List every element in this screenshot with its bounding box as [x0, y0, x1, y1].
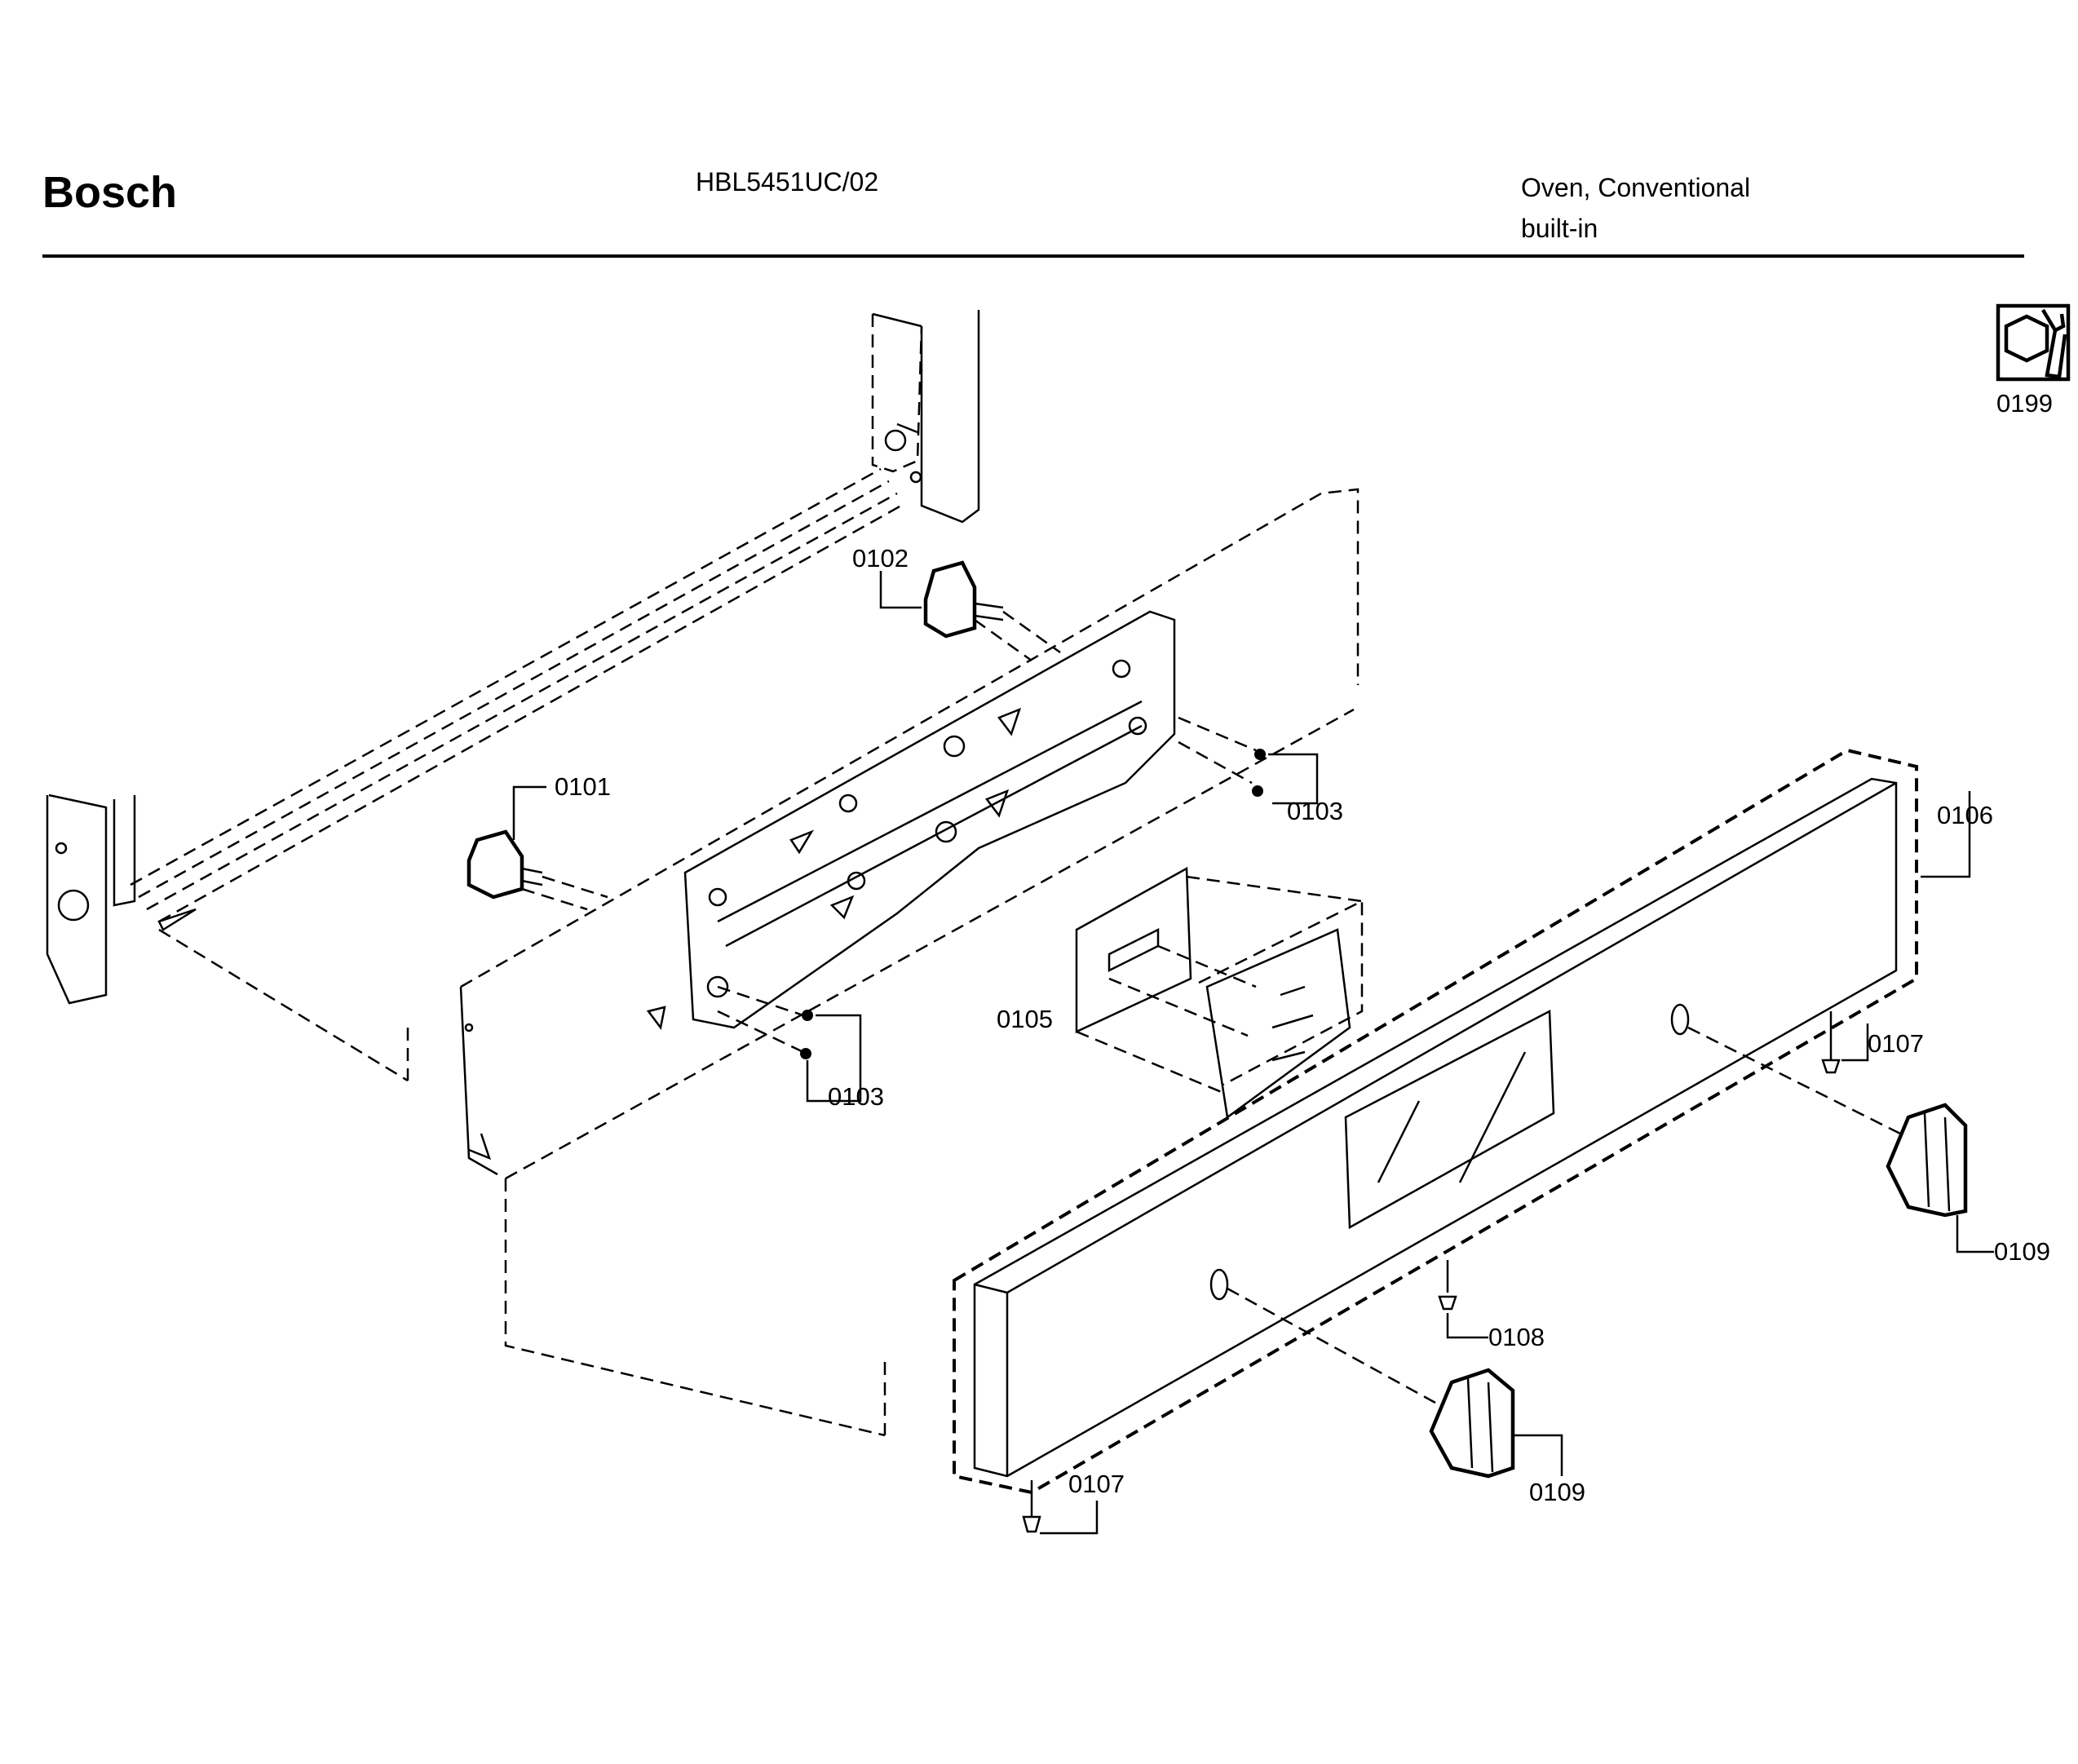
product-type-line-2: built-in [1521, 214, 1598, 243]
screw-0107-right[interactable] [1821, 1011, 1841, 1074]
model-number: HBL5451UC/02 [696, 167, 879, 197]
part-label-0107-left[interactable]: 0107 [1068, 1470, 1125, 1498]
front-panel-outline-0106 [953, 748, 1918, 1495]
control-knob-0109-left[interactable] [1429, 1368, 1515, 1479]
part-label-0109-left[interactable]: 0109 [1529, 1478, 1585, 1506]
display-window [1344, 1009, 1555, 1230]
control-board-0105[interactable] [1075, 866, 1363, 1094]
screw-0107-left[interactable] [1022, 1480, 1041, 1533]
rear-mounting-bracket [871, 310, 980, 524]
screw-0103-lower[interactable] [717, 985, 813, 1059]
board-mounting-plate [1198, 899, 1364, 1120]
part-label-0199[interactable]: 0199 [1996, 389, 2053, 418]
knob-hole-right [1670, 1003, 1690, 1036]
part-label-0106[interactable]: 0106 [1937, 801, 1993, 829]
part-label-0107-right[interactable]: 0107 [1868, 1029, 1924, 1058]
brand-name: Bosch [42, 168, 178, 217]
part-label-0105[interactable]: 0105 [997, 1005, 1053, 1033]
wrench-nut-icon[interactable] [1996, 303, 2071, 382]
screw-0108[interactable] [1438, 1260, 1457, 1311]
selector-switch-0102[interactable] [923, 560, 1061, 662]
side-mounting-bracket [46, 794, 136, 1005]
header-divider [42, 254, 2024, 258]
part-label-0101[interactable]: 0101 [555, 772, 611, 801]
control-panel-housing [158, 488, 1360, 1437]
control-panel-0106[interactable] [973, 777, 1898, 1478]
knob-hole-left [1209, 1268, 1229, 1301]
selector-switch-0101[interactable] [466, 829, 608, 911]
part-label-0108[interactable]: 0108 [1488, 1323, 1545, 1351]
part-label-0102[interactable]: 0102 [852, 544, 909, 573]
product-type-line-1: Oven, Conventional [1521, 173, 1751, 202]
part-label-0103-lower[interactable]: 0103 [828, 1082, 884, 1111]
part-label-0103-upper[interactable]: 0103 [1287, 797, 1343, 825]
mounting-rail [130, 467, 902, 931]
control-frame [646, 610, 1176, 1030]
screw-0103-upper[interactable] [1178, 716, 1266, 797]
product-type: Oven, Conventional built-in [1521, 167, 1750, 249]
control-knob-0109-right[interactable] [1886, 1103, 1968, 1218]
part-label-0109-right[interactable]: 0109 [1994, 1237, 2050, 1266]
